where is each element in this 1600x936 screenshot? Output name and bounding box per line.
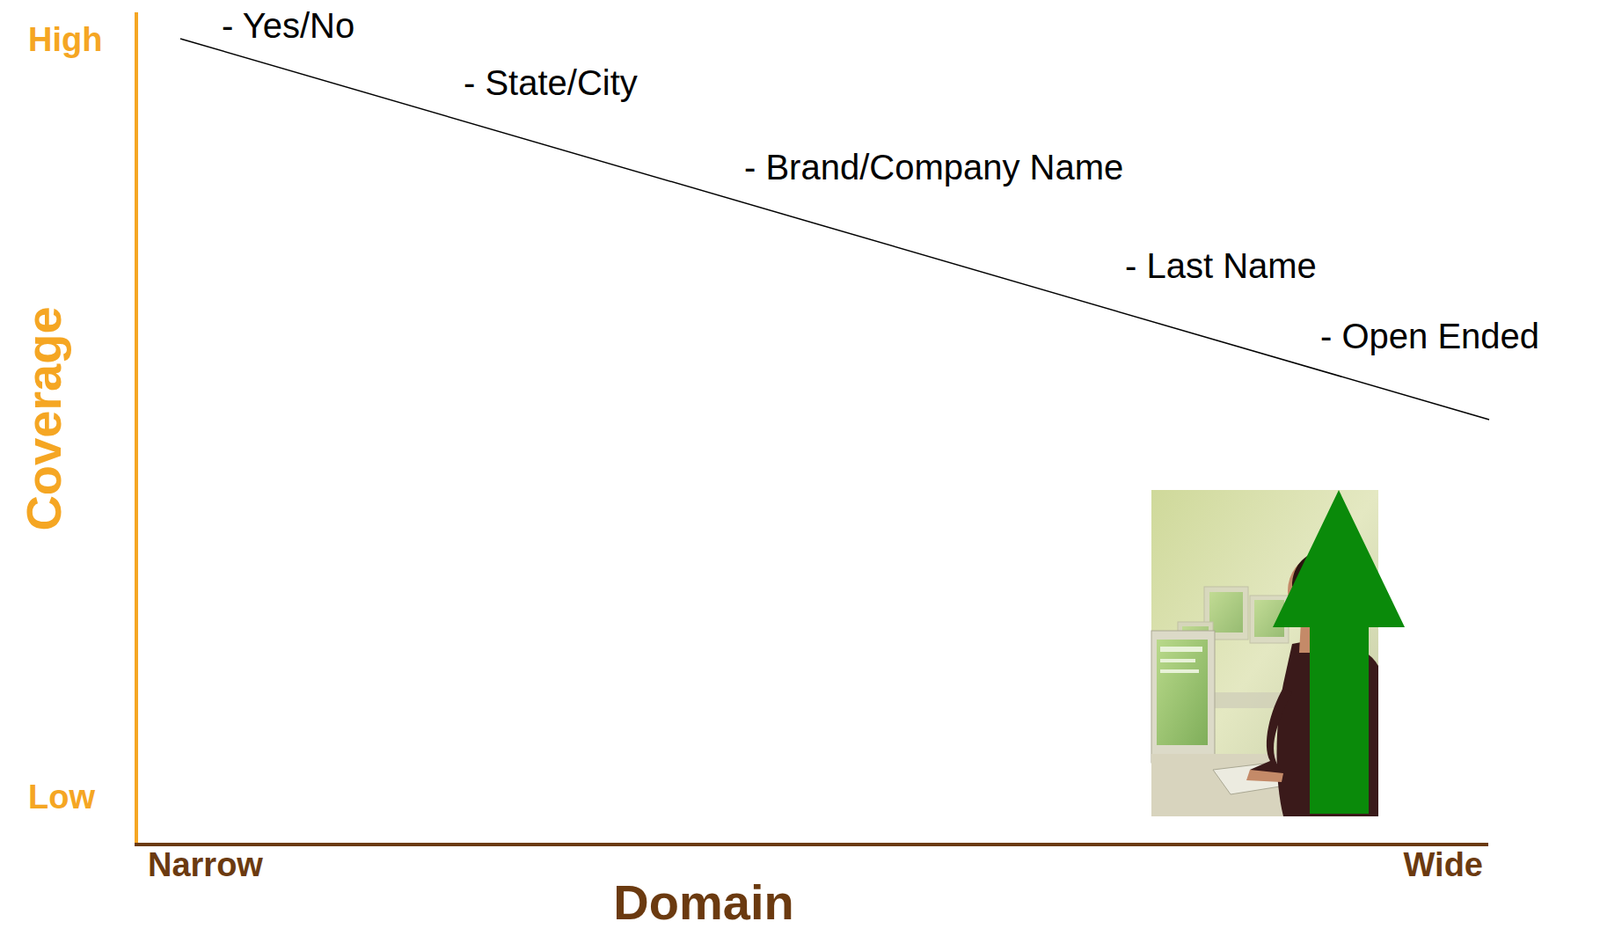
- category-label: - Yes/No: [221, 5, 355, 46]
- x-axis: [134, 842, 1489, 847]
- axis-tick-label: Narrow: [147, 846, 264, 885]
- axis-tick-label: Wide: [1403, 846, 1484, 885]
- up-arrow: [1272, 489, 1405, 814]
- axis-tick-label: Low: [28, 778, 95, 818]
- axis-title: Domain: [613, 874, 794, 931]
- category-label: - Brand/Company Name: [744, 146, 1124, 188]
- axis-tick-label: High: [28, 21, 103, 60]
- y-axis: [134, 12, 139, 845]
- trend-line: [180, 38, 1490, 420]
- axis-title: Coverage: [15, 306, 73, 531]
- category-label: - Last Name: [1125, 245, 1317, 286]
- category-label: - State/City: [463, 62, 638, 103]
- category-label: - Open Ended: [1320, 315, 1540, 357]
